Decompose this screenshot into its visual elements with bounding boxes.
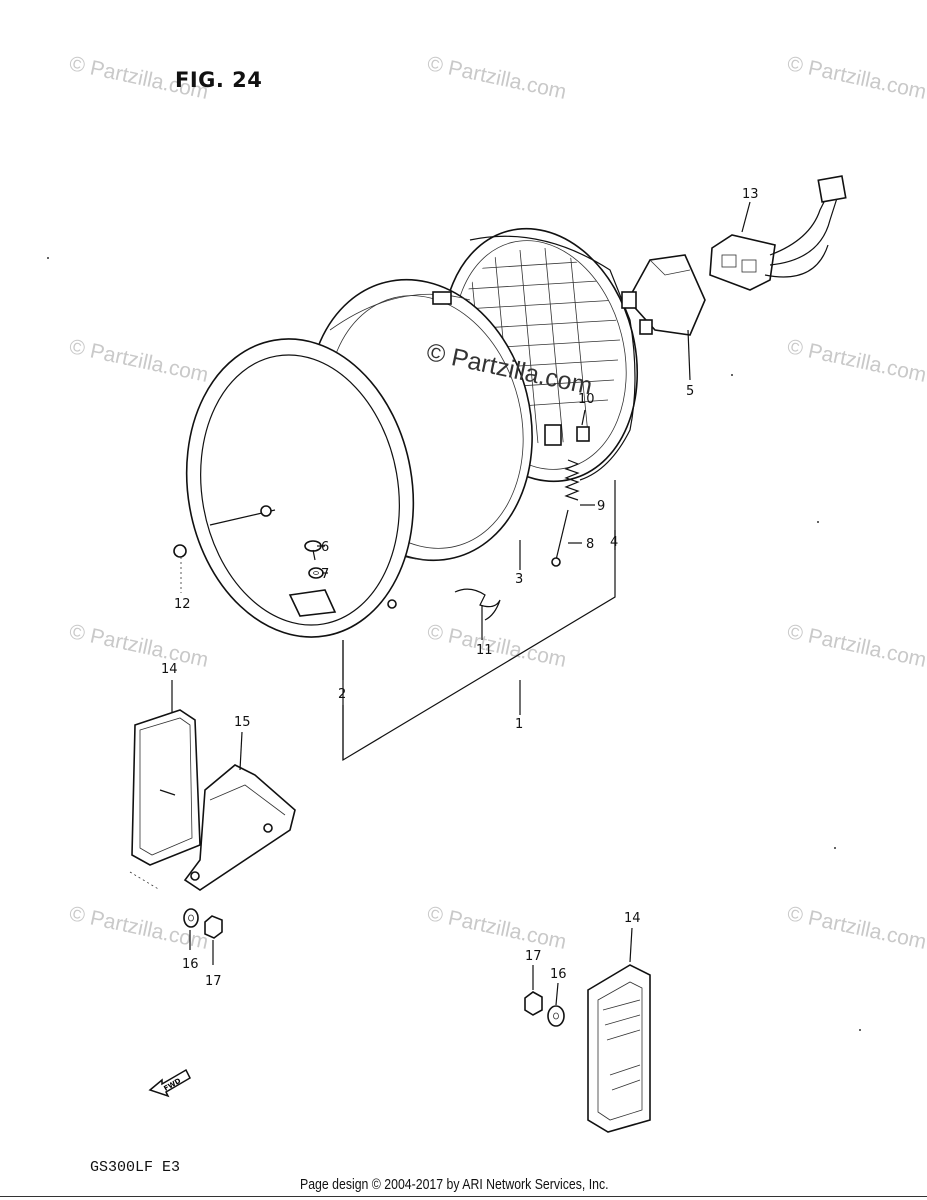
bolt[interactable] (173, 544, 187, 593)
part-label-2: 2 (338, 687, 346, 702)
part-label-8: 8 (586, 537, 594, 552)
part-label-16: 16 (182, 957, 199, 972)
part-label-13: 13 (742, 187, 759, 202)
part-label-11: 11 (476, 643, 493, 658)
part-label-14: 14 (161, 662, 178, 677)
headlight-rim[interactable] (164, 321, 437, 655)
part-label-5: 5 (686, 384, 694, 399)
part-label-1: 1 (515, 717, 523, 732)
reflector-right[interactable] (587, 964, 651, 1133)
part-label-12: 12 (174, 597, 191, 612)
part-label-4: 4 (610, 535, 618, 550)
part-label-3: 3 (515, 572, 523, 587)
part-label-15: 15 (234, 715, 251, 730)
figure-title: FIG. 24 (175, 68, 263, 92)
reflector-left[interactable] (131, 709, 201, 866)
bulb-socket[interactable] (621, 254, 706, 336)
adjust-spring[interactable] (564, 459, 580, 501)
nut-left[interactable] (204, 915, 223, 939)
fwd-arrow-icon: FWD (148, 1068, 191, 1098)
washer-right[interactable] (547, 1005, 565, 1027)
clip[interactable] (576, 426, 590, 442)
model-code: GS300LF E3 (90, 1159, 181, 1176)
part-label-16: 16 (550, 967, 567, 982)
part-label-17: 17 (205, 974, 222, 989)
nut-right[interactable] (524, 991, 543, 1016)
part-label-9: 9 (597, 499, 605, 514)
wiring-connector[interactable] (709, 175, 847, 291)
adjusting-screw[interactable] (551, 509, 569, 567)
leader-lines (129, 201, 751, 1006)
part-label-10: 10 (578, 392, 595, 407)
fwd-label: FWD (162, 1077, 182, 1093)
reflector-bracket[interactable] (183, 764, 296, 891)
washer-left[interactable] (183, 908, 199, 928)
part-label-6: 6 (321, 540, 329, 555)
footer-copyright: Page design © 2004-2017 by ARI Network S… (300, 1176, 609, 1193)
footer-divider (0, 1196, 927, 1197)
part-label-7: 7 (321, 567, 329, 582)
wire-spring[interactable] (454, 588, 501, 621)
part-label-14: 14 (624, 911, 641, 926)
part-label-17: 17 (525, 949, 542, 964)
